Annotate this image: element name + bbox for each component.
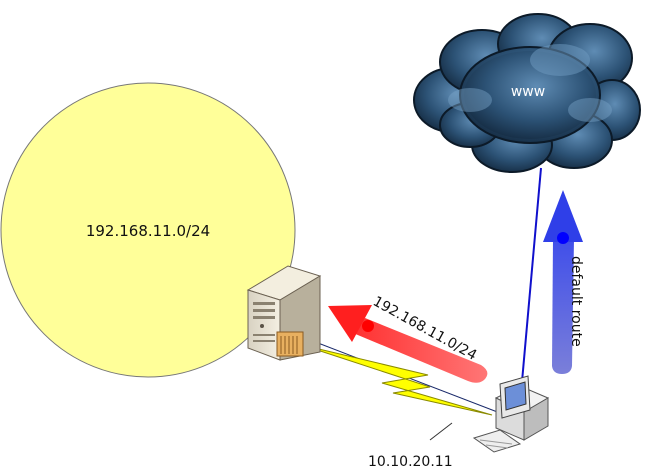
host-ip-label: 10.10.20.11: [368, 454, 453, 470]
lightning-bolt-icon: [301, 344, 493, 416]
internet-link: [520, 167, 542, 394]
network-circle: [0, 82, 296, 378]
network-label: 192.168.11.0/24: [86, 222, 210, 240]
route-arrow: [328, 305, 488, 383]
cloud-label: www: [511, 84, 545, 100]
internet-cloud-icon: [413, 13, 641, 173]
ip-leader-line: [429, 422, 453, 441]
default-route-arrow: [543, 190, 583, 374]
host-computer-icon: [472, 375, 550, 453]
default-route-label: default route: [568, 256, 584, 347]
server-icon: [246, 265, 322, 361]
